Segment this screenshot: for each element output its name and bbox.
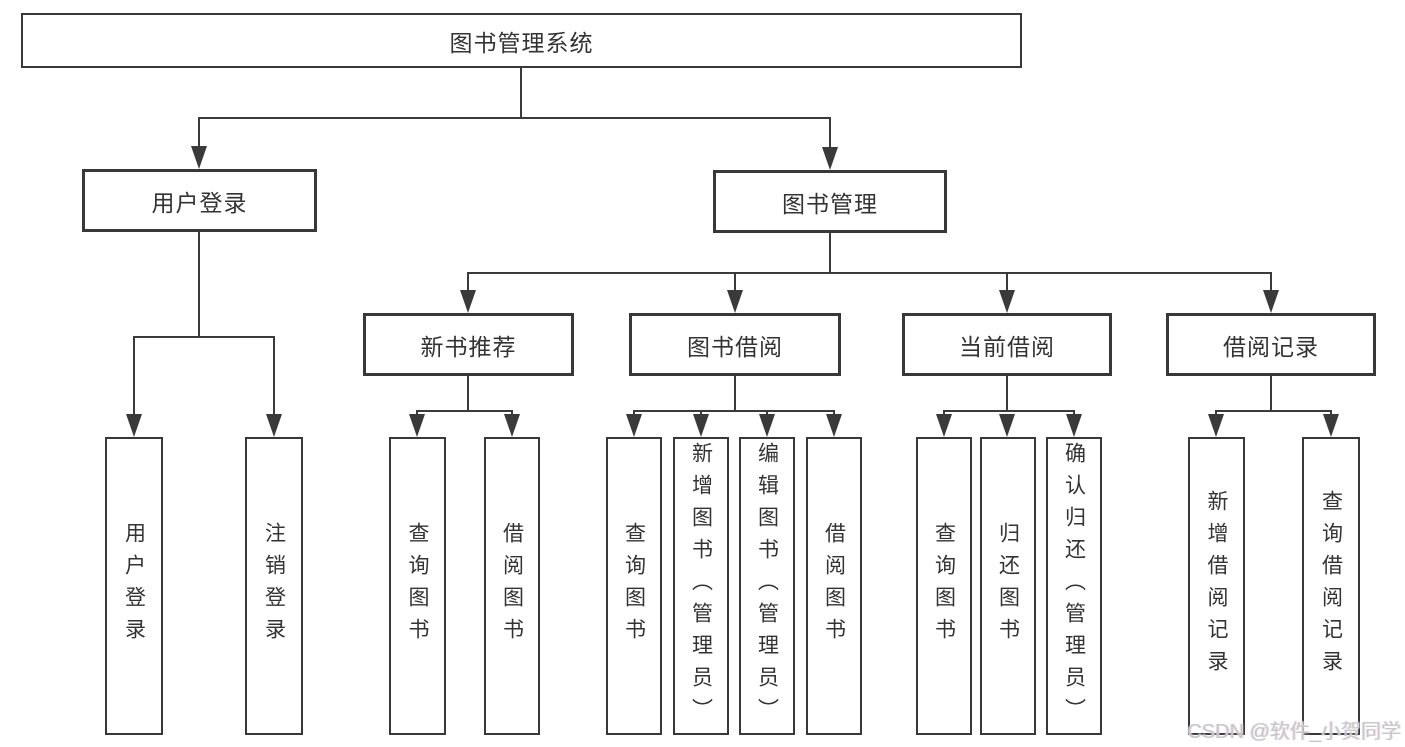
arrow-down-icon — [409, 414, 425, 437]
node-label: 归还图书 — [996, 522, 1020, 650]
node-label: 查询图书 — [406, 522, 429, 650]
connector-line — [520, 68, 522, 118]
leaf-return-books: 归还图书 — [980, 437, 1036, 735]
leaf-user-login: 用户登录 — [105, 437, 163, 735]
connector-line — [198, 117, 200, 149]
node-label: 编辑图书（管理员） — [755, 442, 779, 730]
connector-line — [198, 232, 200, 337]
connector-line — [133, 336, 135, 418]
leaf-add-books-admin: 新增图书（管理员） — [673, 437, 729, 735]
node-book-management: 图书管理 — [713, 170, 947, 233]
node-book-borrow: 图书借阅 — [629, 313, 841, 376]
node-label: 确认归还（管理员） — [1062, 442, 1086, 730]
node-label: 用户登录 — [151, 189, 248, 216]
arrow-down-icon — [999, 290, 1015, 313]
leaf-edit-books-admin: 编辑图书（管理员） — [739, 437, 795, 735]
arrow-down-icon — [266, 414, 282, 437]
node-label: 注销登录 — [262, 522, 286, 650]
node-label: 新增借阅记录 — [1205, 490, 1228, 682]
arrow-down-icon — [759, 414, 775, 437]
node-label: 查询借阅记录 — [1319, 490, 1343, 682]
node-label: 新增图书（管理员） — [689, 442, 713, 730]
arrow-down-icon — [1208, 414, 1224, 437]
arrow-down-icon — [1323, 414, 1339, 437]
arrow-down-icon — [693, 414, 709, 437]
leaf-query-books-current: 查询图书 — [916, 437, 972, 735]
node-label: 借阅图书 — [500, 522, 524, 650]
leaf-query-books-borrow: 查询图书 — [606, 437, 662, 735]
node-user-login: 用户登录 — [82, 169, 317, 232]
node-label: 图书借阅 — [687, 333, 783, 360]
watermark-text: CSDN @软件_小贺同学 — [1187, 721, 1401, 743]
leaf-logout: 注销登录 — [245, 437, 303, 735]
arrow-down-icon — [936, 414, 952, 437]
node-root: 图书管理系统 — [21, 13, 1022, 68]
connector-line — [1270, 272, 1272, 292]
leaf-query-borrow-record: 查询借阅记录 — [1302, 437, 1360, 735]
arrow-down-icon — [822, 147, 838, 170]
arrow-down-icon — [626, 414, 642, 437]
node-label: 图书管理 — [782, 190, 878, 217]
connector-line — [467, 376, 469, 411]
connector-line — [273, 336, 275, 418]
connector-line — [467, 272, 469, 292]
node-label: 查询图书 — [622, 522, 646, 650]
connector-line — [1006, 376, 1008, 411]
connector-line — [734, 272, 736, 292]
connector-line — [198, 117, 831, 119]
connector-line — [829, 233, 831, 273]
arrow-down-icon — [191, 146, 207, 169]
connector-line — [1215, 410, 1332, 412]
node-label: 借阅记录 — [1223, 333, 1319, 360]
connector-line — [1006, 272, 1008, 292]
leaf-confirm-return-admin: 确认归还（管理员） — [1046, 437, 1102, 735]
arrow-down-icon — [727, 290, 743, 313]
arrow-down-icon — [460, 290, 476, 313]
connector-line — [734, 376, 736, 411]
arrow-down-icon — [1263, 290, 1279, 313]
leaf-borrow-books: 借阅图书 — [806, 437, 862, 735]
connector-line — [467, 272, 1272, 274]
leaf-query-books-recommend: 查询图书 — [389, 437, 446, 735]
arrow-down-icon — [999, 414, 1015, 437]
arrow-down-icon — [1066, 414, 1082, 437]
arrow-down-icon — [126, 414, 142, 437]
node-label: 新书推荐 — [420, 333, 517, 360]
node-label: 用户登录 — [122, 522, 146, 650]
node-label: 借阅图书 — [822, 522, 846, 650]
connector-line — [829, 117, 831, 150]
node-label: 图书管理系统 — [449, 29, 594, 56]
node-new-book-recommend: 新书推荐 — [363, 313, 574, 376]
node-current-borrow: 当前借阅 — [902, 313, 1112, 376]
arrow-down-icon — [826, 414, 842, 437]
node-label: 查询图书 — [932, 522, 956, 650]
node-label: 当前借阅 — [959, 333, 1055, 360]
leaf-borrow-books-recommend: 借阅图书 — [484, 437, 540, 735]
arrow-down-icon — [504, 414, 520, 437]
connector-line — [943, 410, 1075, 412]
connector-line — [1270, 376, 1272, 411]
connector-line — [133, 336, 275, 338]
node-borrow-records: 借阅记录 — [1166, 313, 1376, 376]
connector-line — [416, 410, 513, 412]
connector-line — [633, 410, 835, 412]
leaf-add-borrow-record: 新增借阅记录 — [1188, 437, 1245, 735]
